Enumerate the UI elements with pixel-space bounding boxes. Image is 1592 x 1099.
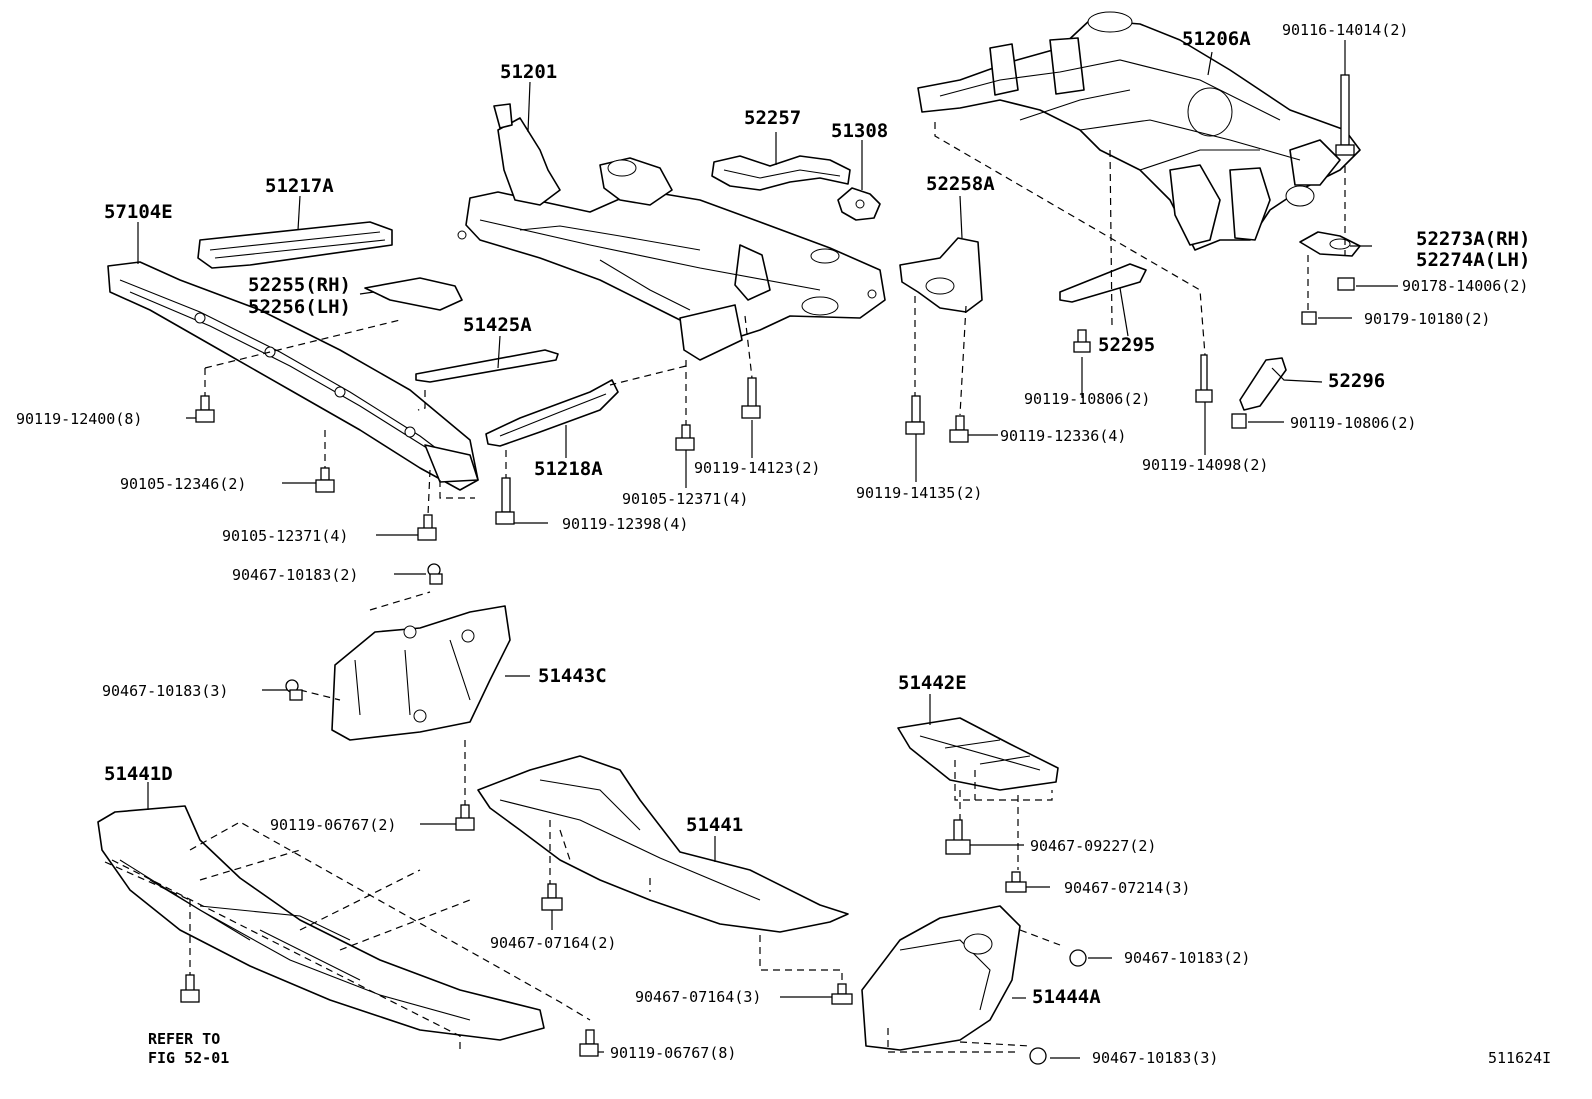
fasteners bbox=[180, 74, 1355, 1065]
label-90119-12336[interactable]: 90119-12336(4) bbox=[1000, 427, 1126, 445]
label-90119-14123[interactable]: 90119-14123(2) bbox=[694, 459, 820, 477]
cover-51441[interactable] bbox=[477, 755, 849, 933]
label-90105-12371-b[interactable]: 90105-12371(4) bbox=[222, 527, 348, 545]
label-52295[interactable]: 52295 bbox=[1098, 334, 1155, 356]
clip-90467-10183-b[interactable] bbox=[285, 679, 303, 701]
label-90119-14135[interactable]: 90119-14135(2) bbox=[856, 484, 982, 502]
bolt-90119-10806-b[interactable] bbox=[1231, 413, 1247, 429]
link-52295[interactable] bbox=[1059, 263, 1147, 303]
nut-90179-10180[interactable] bbox=[1301, 311, 1317, 325]
label-52255[interactable]: 52255(RH) bbox=[248, 274, 351, 296]
rod-51425a[interactable] bbox=[415, 349, 559, 383]
label-90467-10183-a[interactable]: 90467-10183(2) bbox=[232, 566, 358, 584]
label-90178-14006[interactable]: 90178-14006(2) bbox=[1402, 277, 1528, 295]
label-51441[interactable]: 51441 bbox=[686, 814, 743, 836]
bolt-90119-06767-b[interactable] bbox=[579, 1029, 599, 1057]
bolt-90119-14098[interactable] bbox=[1195, 354, 1213, 403]
bracket-51218a[interactable] bbox=[485, 379, 619, 447]
clip-90467-10183-c[interactable] bbox=[1069, 949, 1087, 967]
refer-line-2: FIG 52-01 bbox=[148, 1049, 229, 1067]
bracket-51308[interactable] bbox=[837, 187, 881, 221]
cover-51442e[interactable] bbox=[897, 717, 1059, 791]
label-90119-14098[interactable]: 90119-14098(2) bbox=[1142, 456, 1268, 474]
label-90467-07164-a[interactable]: 90467-07164(2) bbox=[490, 934, 616, 952]
clip-90467-10183-a[interactable] bbox=[427, 563, 443, 585]
bracket-52257[interactable] bbox=[711, 155, 851, 191]
label-90179-10180[interactable]: 90179-10180(2) bbox=[1364, 310, 1490, 328]
label-52257[interactable]: 52257 bbox=[744, 107, 801, 129]
bolt-90105-12371-b[interactable] bbox=[417, 514, 437, 541]
label-90119-12400[interactable]: 90119-12400(8) bbox=[16, 410, 142, 428]
clip-90467-07164-b[interactable] bbox=[831, 983, 853, 1005]
label-51443c[interactable]: 51443C bbox=[538, 665, 607, 687]
label-51442e[interactable]: 51442E bbox=[898, 672, 967, 694]
stud-90116-14014[interactable] bbox=[1335, 74, 1355, 156]
rear-member-51206a[interactable] bbox=[917, 11, 1361, 251]
label-52256[interactable]: 52256(LH) bbox=[248, 296, 351, 318]
label-51206a[interactable]: 51206A bbox=[1182, 28, 1251, 50]
label-90105-12371-a[interactable]: 90105-12371(4) bbox=[622, 490, 748, 508]
label-90105-12346[interactable]: 90105-12346(2) bbox=[120, 475, 246, 493]
label-90467-10183-c[interactable]: 90467-10183(2) bbox=[1124, 949, 1250, 967]
label-52258a[interactable]: 52258A bbox=[926, 173, 995, 195]
label-90467-10183-b[interactable]: 90467-10183(3) bbox=[102, 682, 228, 700]
member-57104e[interactable] bbox=[107, 261, 479, 491]
clip-90467-07214[interactable] bbox=[1005, 871, 1027, 893]
label-90119-10806-a[interactable]: 90119-10806(2) bbox=[1024, 390, 1150, 408]
label-90467-07214[interactable]: 90467-07214(3) bbox=[1064, 879, 1190, 897]
bolt-90119-12336[interactable] bbox=[949, 415, 969, 443]
bolt-90105-12371-a[interactable] bbox=[675, 424, 695, 451]
clip-90467-07164-a[interactable] bbox=[541, 883, 563, 911]
bolt-90105-12346[interactable] bbox=[315, 467, 335, 493]
link-52296[interactable] bbox=[1239, 357, 1287, 411]
bolt-90119-10806-a[interactable] bbox=[1073, 329, 1091, 353]
cover-51443c[interactable] bbox=[331, 605, 511, 741]
fastener-labels: 90116-14014(2) 90178-14006(2) 90179-1018… bbox=[16, 21, 1528, 1067]
clip-90467-09227[interactable] bbox=[945, 819, 971, 855]
label-51201[interactable]: 51201 bbox=[500, 61, 557, 83]
label-90119-10806-b[interactable]: 90119-10806(2) bbox=[1290, 414, 1416, 432]
clip-90467-10183-d[interactable] bbox=[1029, 1047, 1047, 1065]
label-90467-10183-d[interactable]: 90467-10183(3) bbox=[1092, 1049, 1218, 1067]
label-90467-07164-b[interactable]: 90467-07164(3) bbox=[635, 988, 761, 1006]
label-57104e[interactable]: 57104E bbox=[104, 201, 173, 223]
label-52296[interactable]: 52296 bbox=[1328, 370, 1385, 392]
label-90119-06767-b[interactable]: 90119-06767(8) bbox=[610, 1044, 736, 1062]
label-51444a[interactable]: 51444A bbox=[1032, 986, 1101, 1008]
label-90119-06767-a[interactable]: 90119-06767(2) bbox=[270, 816, 396, 834]
nut-90178-14006[interactable] bbox=[1337, 277, 1355, 291]
label-90467-09227[interactable]: 90467-09227(2) bbox=[1030, 837, 1156, 855]
bolt-90119-14123[interactable] bbox=[741, 377, 761, 419]
bracket-52258a[interactable] bbox=[899, 237, 983, 313]
plate-52255-52256[interactable] bbox=[364, 277, 463, 311]
label-51425a[interactable]: 51425A bbox=[463, 314, 532, 336]
cover-51441d[interactable] bbox=[97, 805, 545, 1041]
label-51217a[interactable]: 51217A bbox=[265, 175, 334, 197]
bolt-90119-14135[interactable] bbox=[905, 395, 925, 435]
bolt-refer-fig[interactable] bbox=[180, 974, 200, 1003]
label-90119-12398[interactable]: 90119-12398(4) bbox=[562, 515, 688, 533]
leader-lines bbox=[137, 40, 1398, 1059]
part-labels: 51201 51206A 52257 51308 51217A 57104E 5… bbox=[104, 28, 1530, 1008]
crossmember-51201[interactable] bbox=[457, 103, 886, 361]
label-52273a[interactable]: 52273A(RH) bbox=[1416, 228, 1530, 250]
label-52274a[interactable]: 52274A(LH) bbox=[1416, 249, 1530, 271]
label-90116-14014[interactable]: 90116-14014(2) bbox=[1282, 21, 1408, 39]
bolt-90119-12400[interactable] bbox=[195, 395, 215, 423]
stopper-52273a-52274a[interactable] bbox=[1299, 231, 1361, 257]
refer-line-1: REFER TO bbox=[148, 1030, 220, 1048]
cover-51217a[interactable] bbox=[197, 221, 393, 269]
bolt-90119-12398[interactable] bbox=[495, 477, 515, 525]
bolt-90119-06767-a[interactable] bbox=[455, 804, 475, 831]
label-51441d[interactable]: 51441D bbox=[104, 763, 173, 785]
cover-51444a[interactable] bbox=[861, 905, 1021, 1051]
label-51308[interactable]: 51308 bbox=[831, 120, 888, 142]
label-51218a[interactable]: 51218A bbox=[534, 458, 603, 480]
diagram-id: 511624I bbox=[1488, 1049, 1551, 1067]
assembly-lines bbox=[104, 122, 1346, 1053]
